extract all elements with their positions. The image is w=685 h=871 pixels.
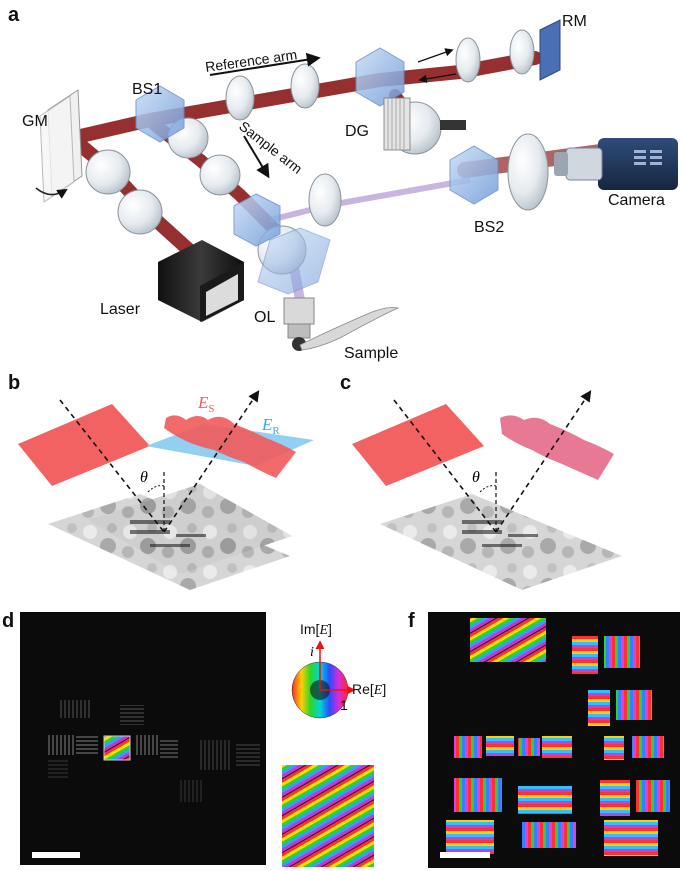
label-ol: OL (254, 309, 275, 326)
scattered-ray-b (163, 390, 260, 533)
diffraction-grating (383, 97, 466, 151)
usaf-target-b (48, 494, 290, 590)
panel-e-zoom-image (282, 765, 374, 867)
panel-label-d: d (2, 610, 15, 632)
phase-colorwheel: Im[E] i Re[E] 1 (291, 621, 386, 719)
incident-ray-b (59, 399, 165, 533)
label-camera: Camera (608, 192, 665, 209)
camera (554, 138, 678, 190)
zebrafish-sample (299, 307, 400, 351)
label-sample: Sample (344, 345, 398, 362)
one-label: 1 (340, 697, 348, 713)
theta-c: θ (472, 469, 480, 486)
interference-field-c (500, 415, 614, 480)
label-reference-arm: Reference arm (204, 46, 298, 75)
reference-mirror (417, 19, 561, 84)
sample-arm-arrow (243, 135, 270, 179)
label-rm: RM (562, 13, 587, 30)
incident-field-b (18, 404, 150, 486)
incident-ray-c (393, 399, 497, 533)
panel-label-b: b (8, 372, 21, 394)
panel-b-illustration: θ ES ER (18, 390, 314, 590)
laser-source (158, 240, 244, 322)
label-dg: DG (345, 123, 369, 140)
label-sample-arm: Sample arm (236, 118, 305, 177)
im-axis-label: Im[E] (300, 621, 332, 638)
usaf-target-c (380, 494, 622, 590)
objective-lens (283, 297, 315, 351)
i-label: i (310, 645, 314, 660)
label-bs1: BS1 (132, 81, 162, 98)
panel-label-f: f (408, 610, 415, 632)
panel-label-a: a (8, 4, 20, 26)
label-gm: GM (22, 113, 48, 130)
incident-field-c (352, 404, 484, 486)
panel-label-c: c (340, 372, 352, 394)
panel-c-illustration: θ (352, 390, 622, 590)
reference-arm-arrow (209, 52, 321, 76)
scattered-ray-c (495, 390, 592, 533)
zoom-box-d (103, 735, 131, 761)
label-bs2: BS2 (474, 219, 504, 236)
er-label: ER (261, 415, 280, 437)
scattered-field-b (164, 415, 296, 478)
galvo-mirror (35, 89, 83, 203)
scale-bar-f (440, 852, 490, 858)
scale-bar-d (32, 852, 80, 858)
beam-splitter-cubes (135, 47, 499, 295)
es-label: ES (197, 393, 215, 415)
theta-b: θ (140, 469, 148, 486)
label-laser: Laser (100, 301, 141, 318)
panel-d-image (20, 612, 266, 865)
panel-f-image (428, 612, 680, 868)
setup-schematic: RM Reference arm BS1 GM DG Sample arm Ca… (22, 13, 678, 362)
re-axis-label: Re[E] (352, 681, 386, 698)
